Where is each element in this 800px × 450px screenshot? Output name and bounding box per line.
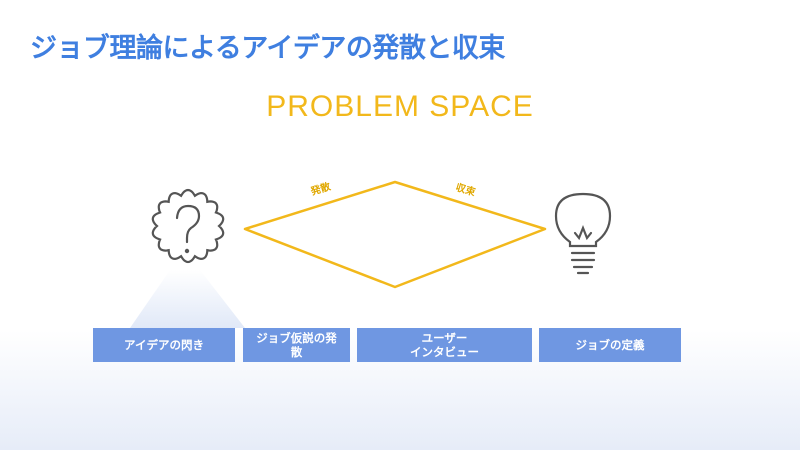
step-label-line2: インタビュー (410, 345, 479, 359)
step-label: アイデアの閃き (124, 338, 204, 352)
step-box-job-definition: ジョブの定義 (539, 328, 681, 362)
lightbulb-icon (554, 192, 612, 275)
diamond-shape (243, 180, 547, 289)
step-label-line2: 散 (290, 345, 303, 359)
step-box-job-hypothesis: ジョブ仮説の発 散 (243, 328, 350, 362)
problem-space-heading: PROBLEM SPACE (266, 90, 534, 123)
spotlight-beam (130, 270, 245, 328)
diverge-converge-diagram: 発散 収束 (130, 179, 612, 328)
step-box-idea-spark: アイデアの閃き (93, 328, 235, 362)
slide-title: ジョブ理論によるアイデアの発散と収束 (30, 33, 505, 64)
converge-label: 収束 (454, 180, 478, 199)
diverge-label: 発散 (308, 179, 333, 198)
question-cloud-icon (151, 188, 225, 264)
step-label-line1: ジョブ仮説の発 (256, 331, 337, 345)
step-box-user-interview: ユーザー インタビュー (357, 328, 532, 362)
step-label-line1: ユーザー (421, 331, 468, 345)
step-label: ジョブの定義 (575, 338, 645, 352)
